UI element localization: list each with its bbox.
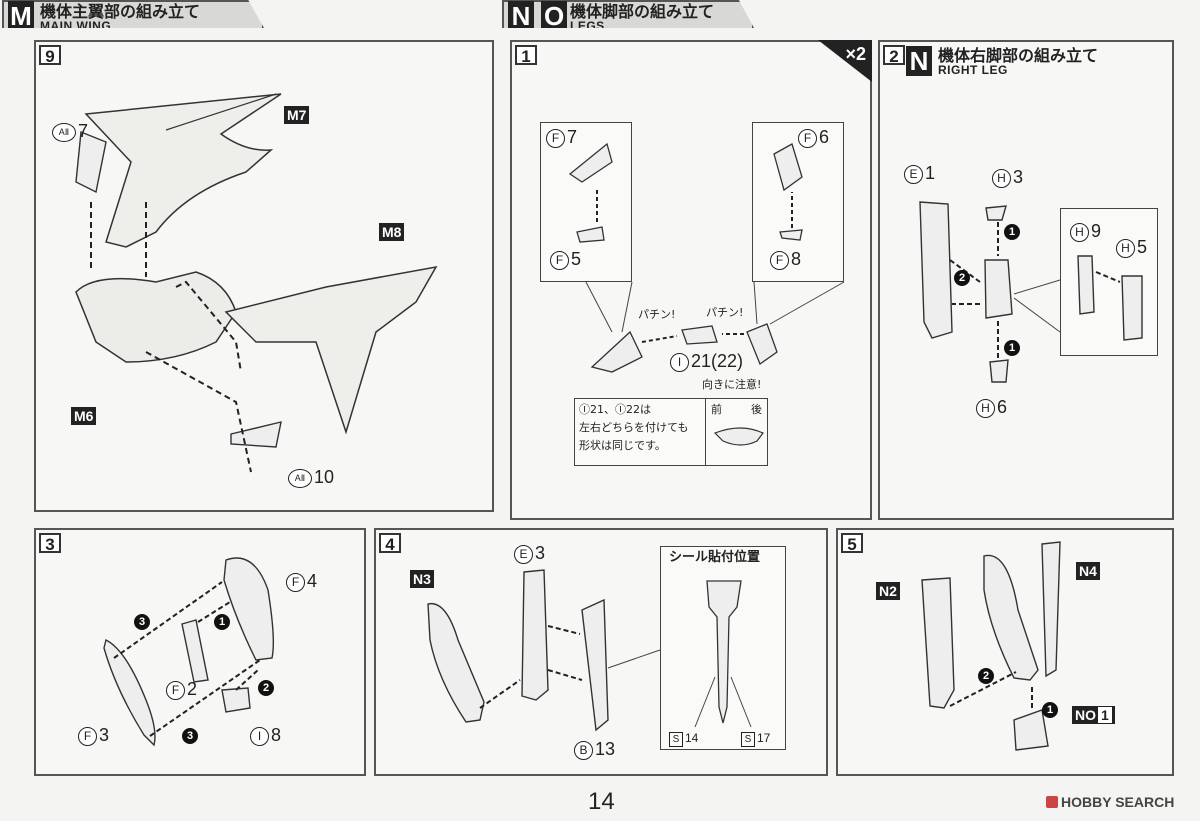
watermark: HOBBY SEARCH: [1046, 794, 1174, 810]
section-n-title-jp: 機体右脚部の組み立て: [938, 46, 1099, 65]
order-marker-3-top: 3: [134, 614, 150, 630]
section-no-title-en: LEGS: [570, 19, 605, 33]
section-m-title-en: MAIN WING: [40, 19, 112, 33]
order-marker-2: 2: [978, 668, 994, 684]
step-5-illustration: [921, 541, 1061, 751]
order-marker-1: 1: [1042, 702, 1058, 718]
step-number: 4: [379, 533, 401, 554]
step-number: 3: [39, 533, 61, 554]
back-label: 後: [751, 403, 762, 416]
seal-diagram: [694, 580, 752, 728]
watermark-icon: [1046, 796, 1058, 808]
step-number: 2: [883, 45, 905, 66]
runner-tag-m8: M8: [379, 223, 405, 241]
section-m-header: M 機体主翼部の組み立て MAIN WING: [2, 0, 264, 28]
seal-position-title: シール貼付位置: [669, 550, 761, 565]
note-box: Ⓘ21、Ⓘ22は 左右どちらを付けても 形状は同じです。 前 後: [574, 398, 768, 466]
multiplier-text: ×2: [845, 44, 866, 64]
section-letter-n: N: [508, 1, 534, 28]
order-marker-1-bottom: 1: [1004, 340, 1020, 356]
order-marker-2: 2: [258, 680, 274, 696]
step-3-illustration: [103, 557, 275, 747]
step-number: 5: [841, 533, 863, 554]
section-no-title-jp: 機体脚部の組み立て: [570, 2, 715, 21]
section-n-title-en: RIGHT LEG: [938, 63, 1008, 77]
order-marker-3-bottom: 3: [182, 728, 198, 744]
step-number: 9: [39, 45, 61, 66]
section-letter-n-right: N: [906, 46, 932, 76]
section-letter-o: O: [541, 1, 568, 28]
step-number: 1: [515, 45, 537, 66]
section-m-title-jp: 機体主翼部の組み立て: [40, 2, 201, 21]
right-leg-illustration: [919, 201, 1143, 383]
runner-tag-n2: N2: [876, 582, 900, 600]
section-no-header: N O 機体脚部の組み立て LEGS: [502, 0, 754, 28]
front-label: 前: [711, 403, 722, 416]
step-4-illustration: [427, 569, 661, 732]
click-sound-right: パチン!: [706, 306, 744, 319]
runner-tag-m7: M7: [284, 106, 310, 124]
main-wing-illustration: [75, 93, 438, 473]
runner-tag-n3: N3: [410, 570, 434, 588]
section-letter-m: M: [8, 1, 34, 28]
orientation-diagram: [713, 427, 764, 446]
order-marker-1: 1: [214, 614, 230, 630]
callout-right-parts: [752, 122, 844, 282]
orientation-note: 向きに注意!: [702, 378, 762, 391]
order-marker-2: 2: [954, 270, 970, 286]
order-marker-1-top: 1: [1004, 224, 1020, 240]
runner-tag-m6: M6: [71, 407, 97, 425]
legs-illustration: [568, 142, 845, 373]
page-number: 14: [588, 788, 615, 815]
runner-tag-n4: N4: [1076, 562, 1100, 580]
click-sound-left: パチン!: [638, 308, 676, 321]
